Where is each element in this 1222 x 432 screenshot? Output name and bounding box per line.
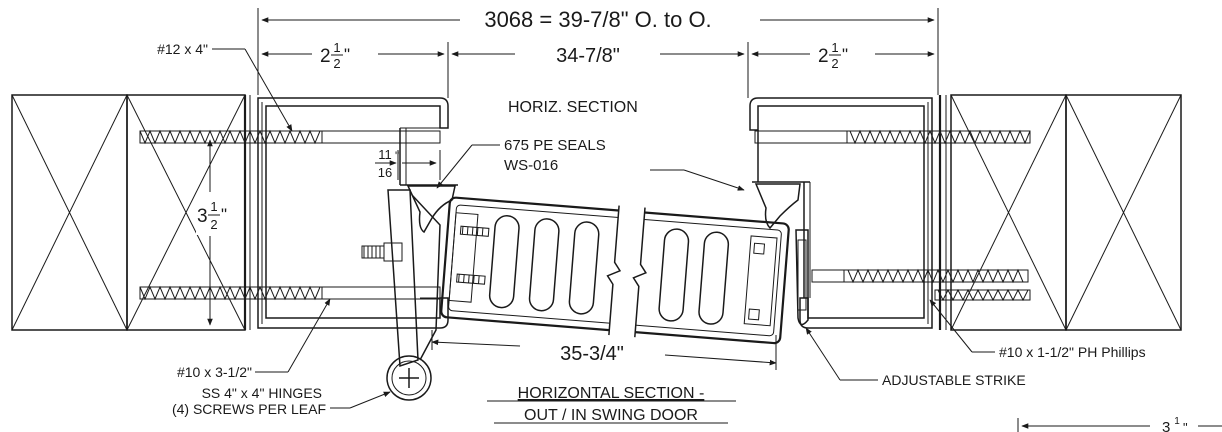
opening-dimension: 34-7/8" [556, 45, 620, 67]
label-strike-screw: #10 x 1-1/2" PH Phillips [999, 344, 1146, 360]
right-seal [754, 183, 801, 230]
right-jamb-whole: 2 [818, 46, 829, 67]
hinge [361, 189, 441, 401]
stop-numerator: 11 [378, 147, 392, 162]
corner-unit: " [1183, 420, 1188, 432]
label-hinges-line1: SS 4" x 4" HINGES [202, 385, 322, 401]
right-wall-screws [754, 129, 1031, 302]
corner-whole: 3 [1162, 419, 1170, 432]
wall-depth-numerator: 1 [210, 199, 217, 214]
label-screw-top: #12 x 4" [157, 41, 208, 57]
wall-depth-denominator: 2 [210, 217, 217, 232]
label-hinges-line2: (4) SCREWS PER LEAF [172, 401, 326, 417]
right-door-frame [749, 97, 933, 329]
left-jamb-unit: " [344, 45, 350, 64]
overall-dimension: 3068 = 39-7/8" O. to O. [484, 7, 711, 32]
left-wall [11, 94, 251, 331]
right-jamb-denominator: 2 [831, 56, 838, 71]
left-jamb-numerator: 1 [333, 40, 340, 55]
wall-depth-dimension: 3 1 2 " [196, 195, 230, 235]
wall-depth-whole: 3 [197, 206, 208, 227]
label-seals-line1: 675 PE SEALS [504, 137, 606, 154]
stop-denominator: 16 [378, 165, 392, 180]
left-door-frame [257, 97, 458, 329]
corner-numerator: 1 [1174, 416, 1180, 427]
stop-dimension: 11 16 " [375, 147, 399, 180]
label-screw-bottom: #10 x 3-1/2" [177, 364, 252, 380]
drawing-title: HORIZONTAL SECTION - OUT / IN SWING DOOR [487, 385, 736, 424]
label-horiz-section: HORIZ. SECTION [508, 99, 638, 116]
dimension-lines [207, 8, 1222, 432]
title-line1: HORIZONTAL SECTION - [518, 385, 705, 402]
door-leaf [440, 196, 790, 345]
title-line2: OUT / IN SWING DOOR [524, 407, 698, 424]
wall-depth-unit: " [221, 205, 227, 224]
left-jamb-dimension: 2 1 2 " [320, 40, 350, 71]
label-adjustable-strike: ADJUSTABLE STRIKE [882, 372, 1026, 388]
left-jamb-whole: 2 [320, 46, 331, 67]
left-jamb-denominator: 2 [333, 56, 340, 71]
label-seals-line2: WS-016 [504, 157, 558, 174]
right-wall [938, 94, 1182, 331]
hinge-knuckle [386, 355, 432, 401]
right-jamb-numerator: 1 [831, 40, 838, 55]
adjustable-strike [795, 229, 809, 326]
right-jamb-dimension: 2 1 2 " [818, 40, 848, 71]
leader-lines [212, 48, 995, 409]
stop-unit: " [395, 149, 399, 163]
door-width-dimension: 35-3/4" [560, 343, 624, 365]
right-jamb-unit: " [842, 45, 848, 64]
corner-dimension: 3 1 " [1162, 416, 1188, 432]
